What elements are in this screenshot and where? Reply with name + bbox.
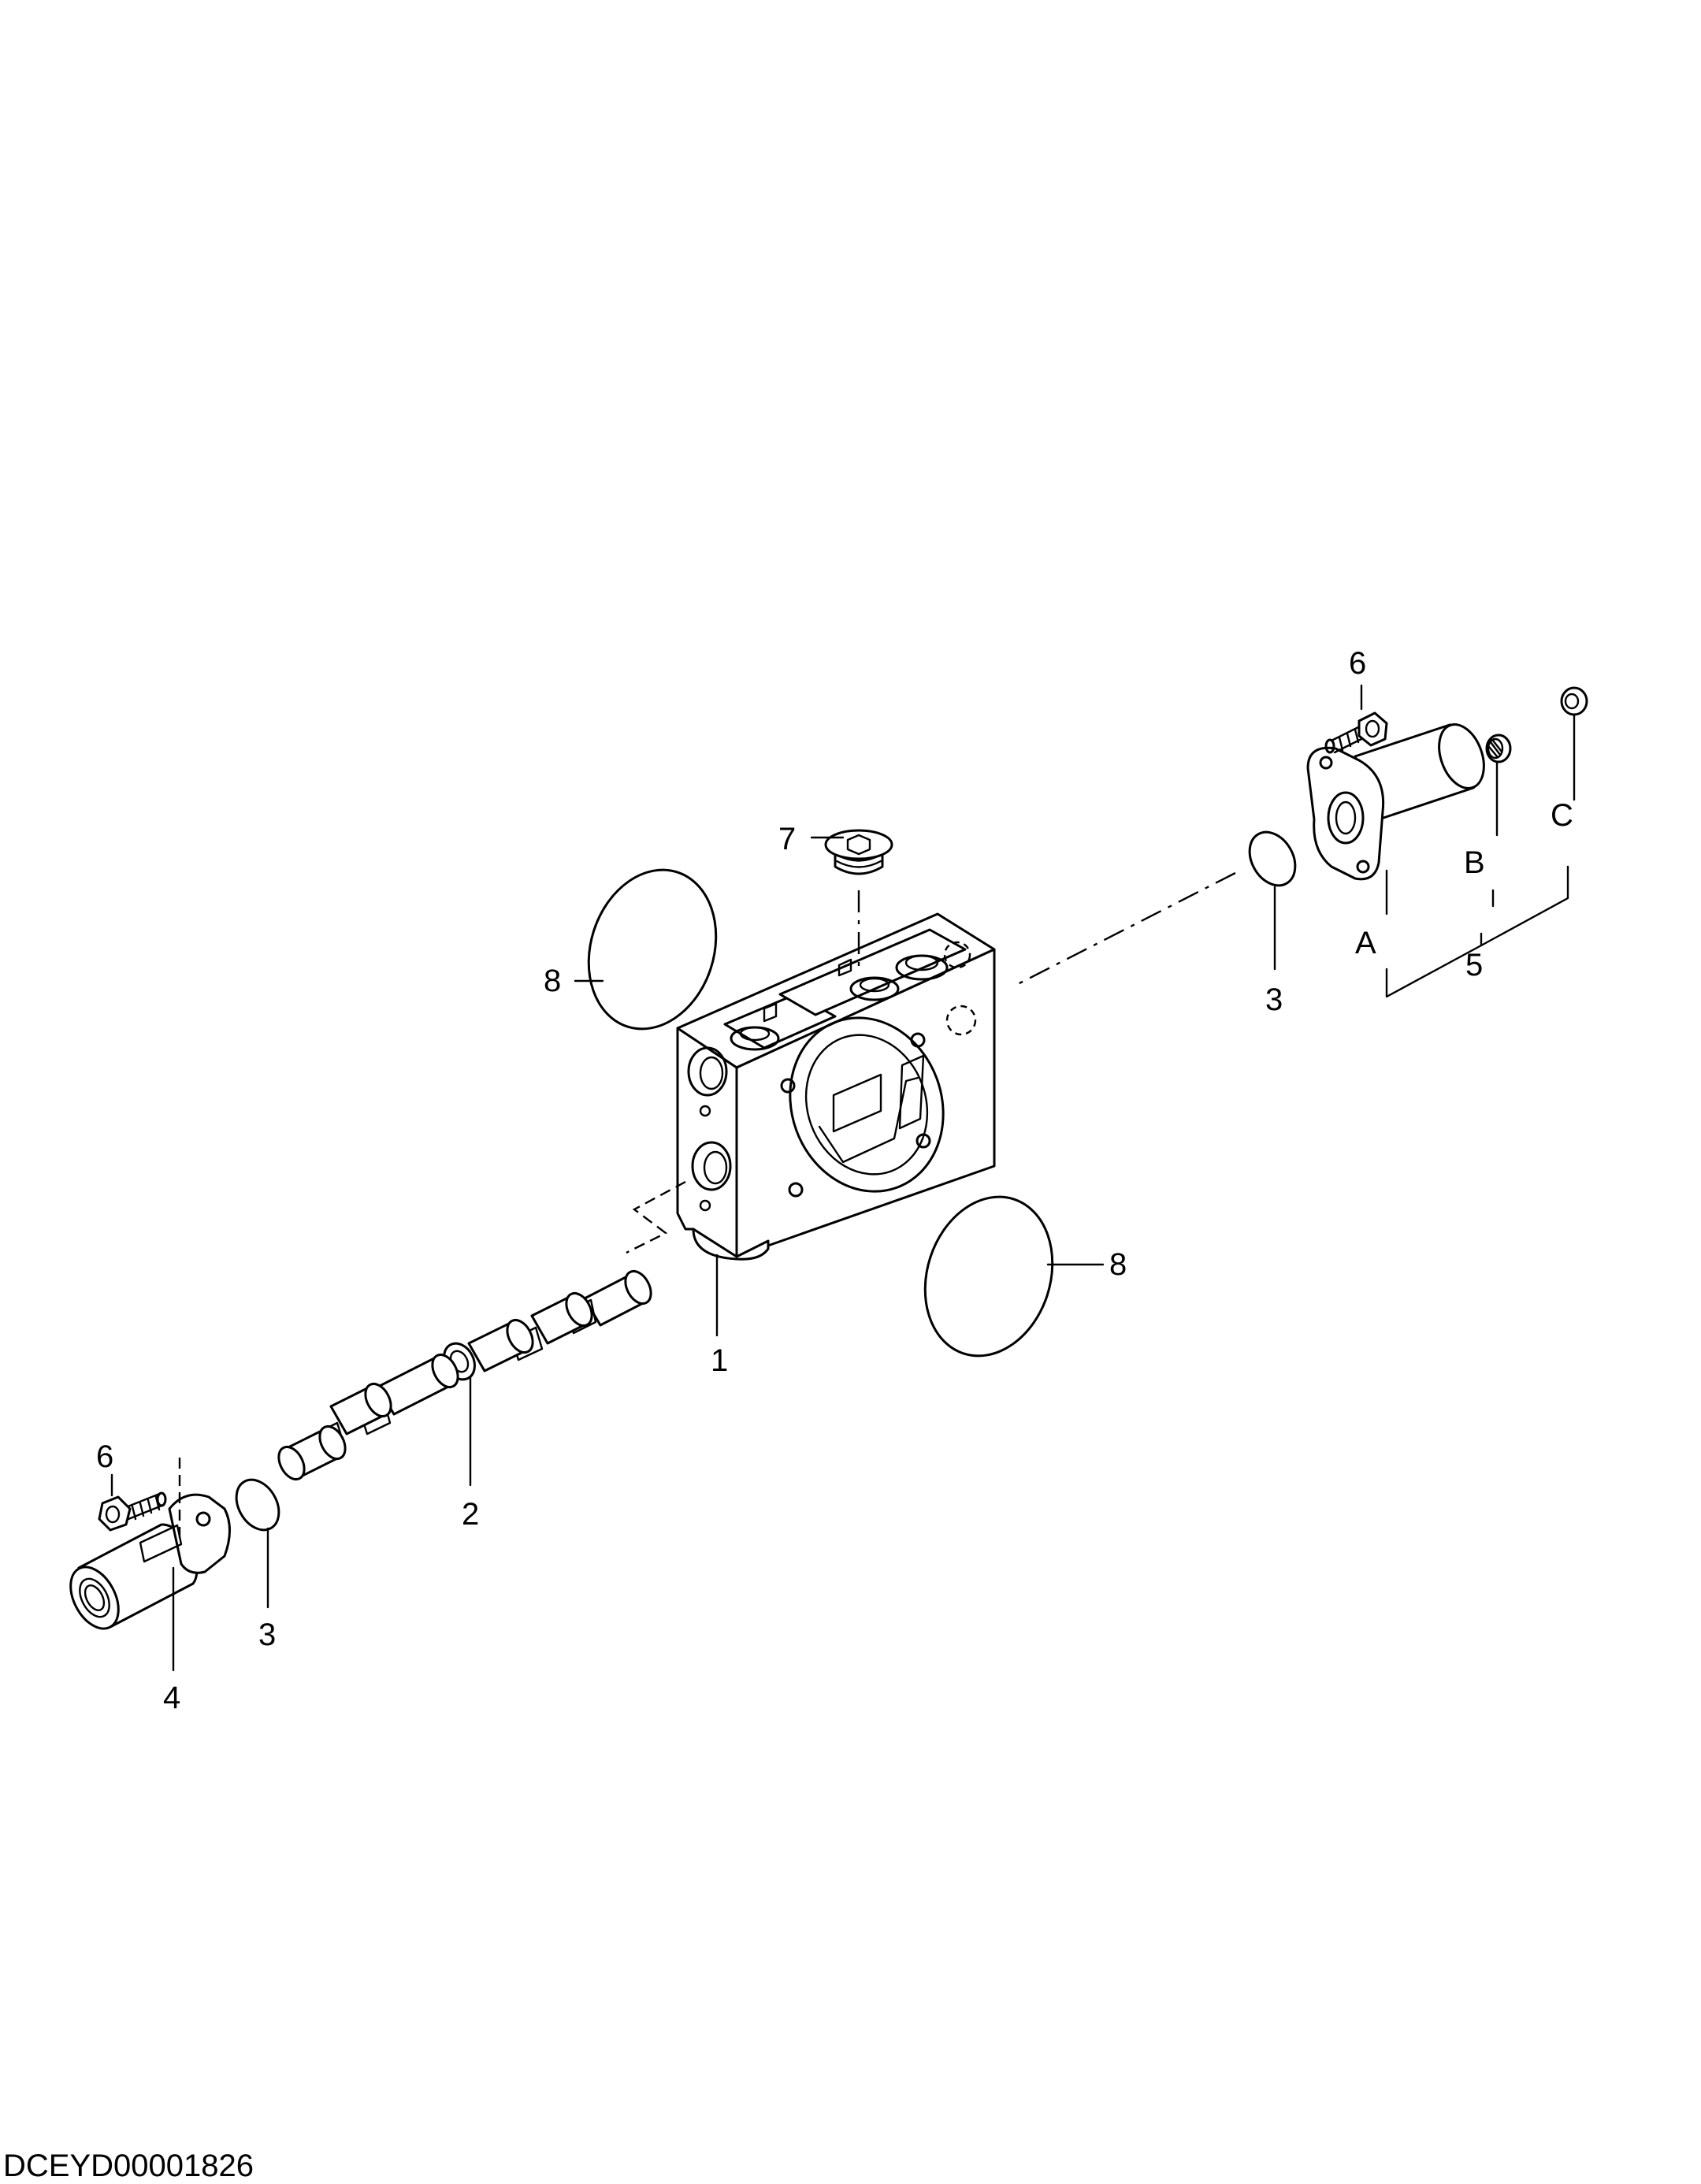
cap-part-4 [69,1493,231,1630]
callout-A: A [1355,926,1376,960]
cap-assembly-part-5-A [1306,723,1485,881]
callout-labels: 1 2 3 4 6 7 8 8 3 A B C 5 6 [96,646,1573,1715]
callout-5: 5 [1465,948,1483,982]
o-ring-part-3-left [235,1478,280,1532]
callout-7: 7 [778,822,796,856]
filter-part-5-B [1485,734,1512,763]
o-ring-part-3-right [1248,830,1297,887]
bolt-part-6-right [1324,711,1388,754]
callout-6-right: 6 [1349,646,1366,681]
callout-8-bottom: 8 [1109,1247,1127,1282]
washer-part-5-C [1560,686,1588,716]
document-id: DCEYD00001826 [3,2149,254,2183]
spool-part-2 [277,1269,652,1481]
valve-block-part-1 [676,912,996,1261]
callout-B: B [1464,845,1485,880]
callout-3-left: 3 [258,1618,276,1652]
gasket-ring-part-8-top [587,868,718,1031]
callout-4: 4 [163,1681,180,1715]
gasket-ring-part-8-bottom [923,1195,1054,1358]
callout-3-right: 3 [1265,982,1283,1017]
callout-1: 1 [711,1343,728,1378]
callout-2: 2 [462,1497,479,1532]
callout-6-left: 6 [96,1439,113,1474]
callout-8-top: 8 [544,964,561,998]
bolt-part-6-left [98,1491,167,1532]
callout-C: C [1551,798,1573,833]
assembly-center-lines [178,871,1236,1544]
leader-lines [110,684,1576,1672]
